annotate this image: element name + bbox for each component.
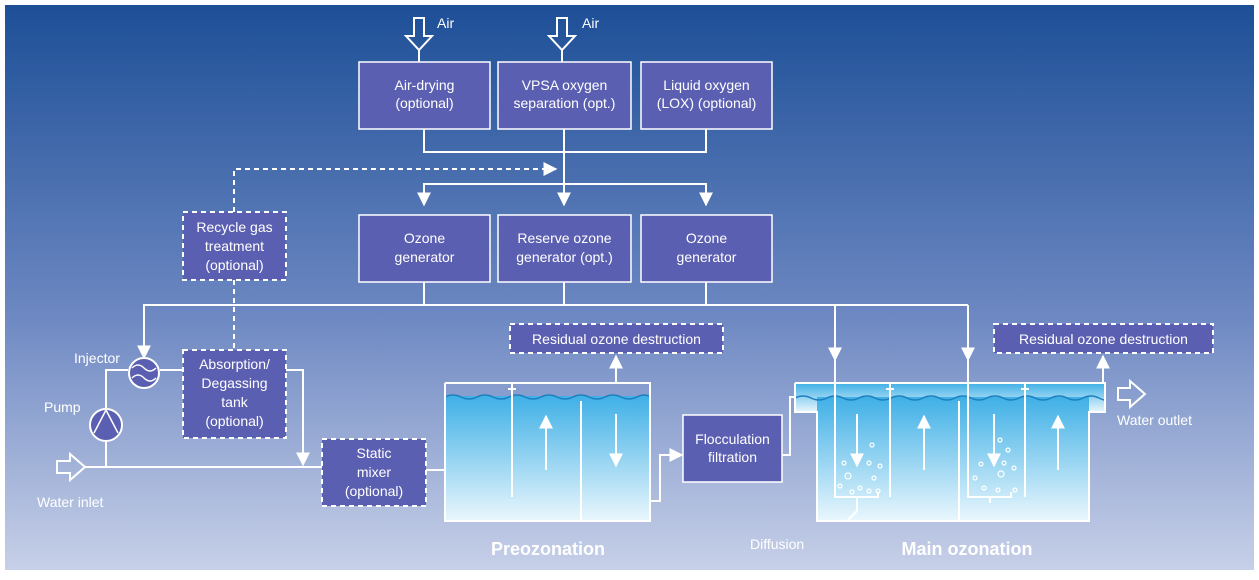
ozone-gen-2-line-1: Ozone	[686, 230, 727, 246]
ozone-distribution-lines	[137, 282, 975, 362]
reserve-generator-box: Reserve ozone generator (opt.)	[497, 214, 632, 283]
recycle-gas-box: Recycle gas treatment (optional)	[182, 211, 287, 281]
water-inlet-arrow-icon	[56, 451, 87, 483]
inlet-piping	[85, 369, 474, 477]
static-mixer-line-1: Static	[356, 445, 391, 461]
residual-destruction-1-box: Residual ozone destruction	[509, 323, 724, 354]
pump-icon	[89, 408, 123, 442]
oxygen-supply-lines	[417, 50, 713, 207]
residual-2-label: Residual ozone destruction	[1019, 331, 1188, 347]
air-label-1: Air	[437, 15, 454, 31]
absorption-tank-box: Absorption/ Degassing tank (optional)	[182, 349, 287, 439]
residual-destruction-2-box: Residual ozone destruction	[993, 323, 1214, 354]
reserve-gen-line-1: Reserve ozone	[517, 230, 611, 246]
air-drying-line-2: (optional)	[395, 95, 453, 111]
recycle-line-2: treatment	[205, 238, 264, 254]
flocculation-box: Flocculation filtration	[682, 414, 783, 483]
injector-label: Injector	[74, 350, 120, 366]
flocculation-line-2: filtration	[708, 449, 757, 465]
ozone-generator-2-box: Ozone generator	[640, 214, 773, 283]
absorption-line-2: Degassing	[201, 375, 267, 391]
water-outlet-label: Water outlet	[1117, 412, 1192, 428]
recycle-line-1: Recycle gas	[196, 219, 272, 235]
flocculation-line-1: Flocculation	[695, 431, 770, 447]
residual-1-label: Residual ozone destruction	[532, 331, 701, 347]
pre-to-flocculation-line	[650, 448, 684, 502]
ozone-generator-1-box: Ozone generator	[358, 214, 491, 283]
main-ozonation-title: Main ozonation	[902, 539, 1033, 559]
air-drying-box: Air-drying (optional)	[358, 61, 491, 130]
recycle-dashed-line	[233, 162, 558, 348]
lox-box: Liquid oxygen (LOX) (optional)	[640, 61, 773, 130]
ozone-gen-2-line-2: generator	[677, 249, 737, 265]
injector-icon	[128, 357, 160, 389]
bubbles-2-icon	[972, 437, 1018, 493]
absorption-line-3: tank	[221, 394, 248, 410]
static-mixer-line-3: (optional)	[345, 483, 403, 499]
main-ozonation-tank	[794, 360, 1107, 522]
bubbles-1-icon	[837, 442, 883, 495]
off-gas-lines	[609, 354, 1110, 383]
diffuser-2-icon	[967, 492, 1012, 503]
ozone-gen-1-line-2: generator	[395, 249, 455, 265]
water-inlet-label: Water inlet	[37, 494, 104, 510]
air-label-2: Air	[582, 15, 599, 31]
vpsa-line-2: separation (opt.)	[514, 95, 616, 111]
air-arrow-1-icon	[403, 17, 435, 52]
absorption-line-1: Absorption/	[199, 356, 270, 372]
lox-line-2: (LOX) (optional)	[657, 95, 757, 111]
recycle-line-3: (optional)	[205, 257, 263, 273]
vpsa-line-1: VPSA oxygen	[522, 77, 608, 93]
pump-label: Pump	[44, 399, 81, 415]
air-arrow-2-icon	[546, 17, 578, 52]
water-outlet-arrow-icon	[1117, 378, 1147, 410]
ozone-gen-1-line-1: Ozone	[404, 230, 445, 246]
static-mixer-line-2: mixer	[357, 464, 392, 480]
preozonation-title: Preozonation	[491, 539, 605, 559]
static-mixer-box: Static mixer (optional)	[321, 438, 427, 507]
diffusion-label: Diffusion	[750, 536, 804, 552]
lox-line-1: Liquid oxygen	[663, 77, 749, 93]
diffuser-1-icon	[834, 492, 879, 522]
air-drying-line-1: Air-drying	[395, 77, 455, 93]
vpsa-box: VPSA oxygen separation (opt.)	[497, 61, 632, 130]
preozonation-tank	[444, 382, 651, 522]
reserve-gen-line-2: generator (opt.)	[516, 249, 613, 265]
absorption-line-4: (optional)	[205, 413, 263, 429]
